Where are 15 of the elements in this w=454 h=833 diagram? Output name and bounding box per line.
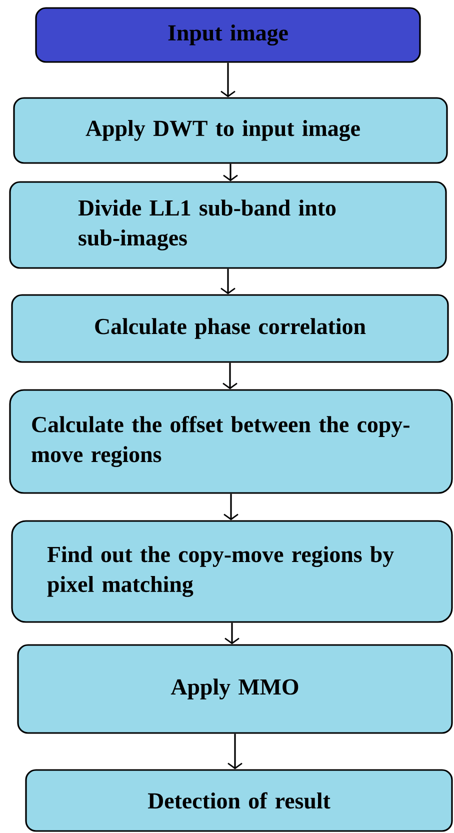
process-box: Calculate the offset between the copy-move regions [9, 389, 453, 494]
process-box: Apply MMO [17, 644, 453, 734]
arrow [222, 362, 238, 390]
process-box: Detection of result [25, 769, 453, 832]
arrow [224, 494, 238, 520]
process-box: Divide LL1 sub-band into sub-images [9, 181, 447, 269]
arrow [220, 62, 236, 98]
process-box: Apply DWT to input image [13, 97, 448, 164]
arrow [228, 734, 242, 770]
process-box: Calculate phase correlation [11, 294, 449, 363]
process-box: Input image [35, 7, 421, 63]
arrow [224, 622, 240, 644]
arrow [223, 164, 238, 182]
process-box: Find out the copy-move regions by pixel matching [11, 520, 453, 623]
arrow [220, 268, 236, 294]
